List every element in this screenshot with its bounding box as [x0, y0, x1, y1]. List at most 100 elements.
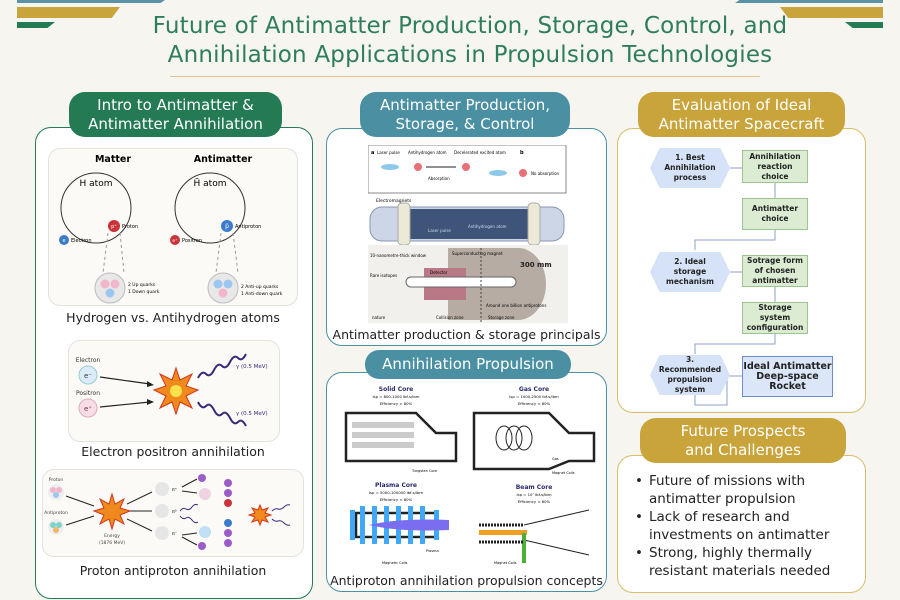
proton-icon	[108, 220, 120, 232]
concept-name: Gas Core	[519, 386, 549, 393]
antimatter-label: Antimatter	[194, 154, 253, 165]
antiquark-bubble	[207, 272, 239, 304]
flow-box-storage-form: Sotrage form of chosen antimatter	[742, 255, 808, 287]
propulsion-header-label: Annihilation Propulsion	[382, 355, 554, 373]
flow-step-1-hexagon: 1. Best Annihilation process	[650, 148, 730, 188]
concept-part-2: Magnetic Coils	[382, 561, 408, 565]
concept-efficiency: Efficiency < 60%	[518, 499, 551, 504]
future-bullet: Lack of research and investments on anti…	[633, 509, 861, 544]
positron-label: Positron	[76, 390, 100, 397]
concept-efficiency: Efficiency < 60%	[380, 497, 413, 502]
decoration-stripe-gold	[780, 7, 883, 18]
concept-isp: Isp = 10⁷ lbf-s/lbm	[516, 492, 551, 497]
plasma-core-concept: Plasma Core Isp = 5000-100000 lbf-s/lbm …	[350, 482, 449, 565]
evaluation-header-line-1: Evaluation of Ideal	[671, 95, 812, 114]
solid-core-concept: Solid Core Isp = 800-1000 lbf-s/lbm Effi…	[344, 386, 458, 473]
poster-title: Future of Antimatter Production, Storage…	[100, 12, 840, 70]
title-divider	[170, 76, 760, 77]
gamma-label-1: γ (0.5 MeV)	[236, 364, 268, 370]
antihydrogen-atom-label: Antihydrogen atom	[408, 150, 447, 155]
gamma-ray-wave	[197, 401, 247, 427]
concept-part: Gas	[552, 457, 559, 461]
concept-isp: Isp = 5000-100000 lbf-s/lbm	[369, 490, 424, 495]
production-caption: Antimatter production & storage principa…	[332, 327, 601, 342]
scale-label: 300 mm	[520, 261, 552, 269]
pi-minus-label: π⁻	[172, 532, 178, 537]
proton-label: Proton	[122, 224, 138, 230]
antiproton-symbol: p̄	[225, 223, 229, 230]
gamma-ray-wave	[197, 353, 247, 379]
hbar-atom-label: H̄ atom	[194, 177, 227, 189]
concept-name: Solid Core	[379, 386, 414, 393]
concept-part: Tungsten Core	[411, 469, 437, 473]
decoration-stripe-green	[17, 22, 55, 28]
flow-box-storage-config: Storage system configuration	[742, 302, 808, 334]
absorption-label: Absorption	[428, 176, 450, 181]
quarks-matter-1: 2 Up quarks	[128, 282, 156, 288]
decoration-stripe-teal	[17, 0, 165, 3]
concept-isp: Isp = 800-1000 lbf-s/lbm	[373, 394, 420, 399]
concept-part-2: Magnet Coils	[552, 471, 575, 475]
electron-icon	[78, 365, 98, 385]
label-b: b	[520, 150, 524, 156]
production-storage-diagram: a Laser pulse Antihydrogen atom Decelera…	[368, 145, 568, 323]
electromagnets-label: Electromagnets	[376, 198, 412, 204]
explosion-icon	[92, 492, 132, 531]
concept-isp: Isp = 1000-2500 lbf-s/lbm	[509, 394, 559, 399]
electron-label: Electron	[76, 357, 101, 364]
no-absorption-label: No absorption	[531, 171, 560, 176]
electron-positron-diagram: Electron e⁻ Positron e⁺ γ (0.5 MeV) γ (0…	[76, 353, 268, 427]
future-header: Future Prospects and Challenges	[640, 418, 846, 463]
label-a: a	[371, 150, 374, 156]
concept-part: Magnet Coils	[494, 561, 517, 565]
antiproton-icon	[221, 220, 233, 232]
h-atom-label: H atom	[80, 179, 113, 189]
laser-pulse-label-2: Laser pulse	[428, 228, 451, 233]
positron-symbol: e⁺	[172, 238, 178, 244]
antihydrogen-atom-circle	[174, 172, 246, 244]
electron-label: Electron	[71, 238, 92, 244]
proton-symbol: p⁺	[111, 224, 117, 230]
concept-name: Plasma Core	[375, 482, 417, 489]
energy-label: Energy	[104, 533, 120, 539]
hydrogen-caption: Hydrogen vs. Antihydrogen atoms	[66, 310, 280, 325]
evaluation-header-line-2: Antimatter Spacecraft	[658, 114, 825, 133]
propulsion-concepts-diagram: Solid Core Isp = 800-1000 lbf-s/lbm Effi…	[344, 386, 596, 565]
positron-label: Positron	[182, 238, 202, 244]
propulsion-caption: Antiproton annihilation propulsion conce…	[330, 573, 603, 588]
future-bullet: Future of missions with antimatter propu…	[633, 473, 861, 508]
beam-core-concept: Beam Core Isp = 10⁷ lbf-s/lbm Efficiency…	[479, 484, 590, 565]
intro-header-line-1: Intro to Antimatter &	[97, 95, 254, 114]
intro-header: Intro to Antimatter & Antimatter Annihil…	[69, 92, 282, 137]
laser-pulse-label: Laser pulse	[377, 150, 400, 155]
hydrogen-atom-circle	[60, 172, 132, 244]
decoration-stripe-green	[845, 22, 883, 28]
detector-label: Detector	[430, 270, 448, 275]
positron-icon	[170, 235, 180, 245]
storage-zone-label: Storage zone	[488, 315, 515, 320]
production-header-line-1: Antimatter Production,	[379, 95, 551, 114]
decoration-stripe-teal	[735, 0, 883, 3]
antiproton-label: Antiproton	[44, 510, 68, 516]
hydrogen-diagram-panel	[48, 148, 298, 306]
energy-value: (1876 MeV)	[99, 540, 125, 546]
collision-zone-label: Collision zone	[436, 315, 464, 320]
positron-icon	[78, 398, 98, 418]
explosion-icon	[247, 503, 273, 527]
flow-step-2-hexagon: 2. Ideal storage mechanism	[650, 252, 730, 292]
proton-label: Proton	[49, 477, 64, 483]
quarks-anti-1: 2 Anti-up quarks	[241, 284, 279, 290]
rare-isotopes-label: Rare isotopes	[370, 273, 397, 278]
electron-icon	[59, 235, 69, 245]
proton-antiproton-caption: Proton antiproton annihilation	[79, 563, 267, 578]
flow-box-ideal-rocket: Ideal Antimatter Deep-space Rocket	[742, 356, 833, 397]
concept-part: Plasma	[426, 549, 439, 553]
around-label: Around one billion antiprotons	[486, 303, 546, 308]
production-header-line-2: Storage, & Control	[395, 114, 535, 133]
superconducting-label: Superconducting magnet	[452, 251, 503, 256]
future-header-line-2: and Challenges	[685, 440, 801, 459]
proton-antiproton-diagram: Proton Antiproton Energy (1876 MeV) π⁺ π…	[44, 474, 291, 550]
flow-box-antimatter-choice: Antimatter choice	[742, 198, 808, 230]
future-bullet-list: Future of missions with antimatter propu…	[633, 473, 861, 581]
window-label: 10-nanometre-thick window	[370, 253, 427, 258]
